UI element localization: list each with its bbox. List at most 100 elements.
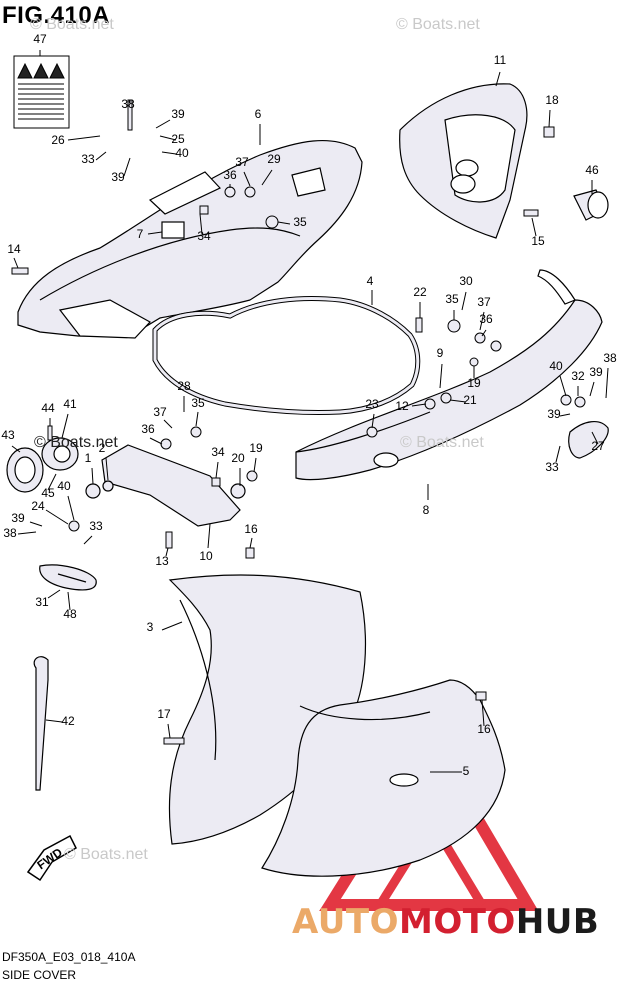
callout-number: 37 xyxy=(477,295,491,309)
seal-frame-part xyxy=(152,296,421,416)
callout-number: 26 xyxy=(51,133,65,147)
callout-number: 41 xyxy=(63,397,77,411)
callout-leader-line xyxy=(371,413,375,429)
callout-leader-line xyxy=(61,413,69,439)
callout-number: 9 xyxy=(437,346,444,360)
callout-number: 48 xyxy=(63,607,77,621)
callout-number: 1 xyxy=(85,451,92,465)
callout-leader-line xyxy=(45,719,63,723)
callout-leader-line xyxy=(559,375,567,397)
cap-part xyxy=(573,189,609,221)
callout-leader-line xyxy=(589,381,595,397)
callout-number: 36 xyxy=(479,312,493,326)
callout-number: 36 xyxy=(223,168,237,182)
callout-leader-line xyxy=(481,329,487,337)
callout-leader-line xyxy=(67,591,71,611)
callout-number: 43 xyxy=(1,428,15,442)
callout-number: 17 xyxy=(157,707,171,721)
callout-labels: 1234567891011121314151616171819192021222… xyxy=(1,32,617,778)
callout-leader-line xyxy=(91,467,94,485)
callout-leader-line xyxy=(253,457,257,473)
callout-leader-line xyxy=(531,217,537,237)
callout-leader-line xyxy=(199,213,203,235)
callout-number: 11 xyxy=(494,53,507,67)
callout-leader-line xyxy=(439,363,443,389)
callout-leader-line xyxy=(45,509,69,525)
callout-leader-line xyxy=(249,537,253,549)
figure-code: DF350A_E03_018_410A xyxy=(2,950,136,964)
callout-number: 39 xyxy=(111,170,125,184)
callout-leader-line xyxy=(605,367,609,399)
callout-leader-line xyxy=(591,431,599,445)
lower-side-cover-part xyxy=(168,574,367,845)
callout-number: 6 xyxy=(255,107,262,121)
callout-number: 34 xyxy=(211,445,225,459)
callout-leader-line xyxy=(163,419,173,429)
callout-number: 28 xyxy=(177,379,191,393)
top-cover-part xyxy=(399,83,528,239)
watermark: © Boats.net xyxy=(30,16,114,33)
callout-number: 25 xyxy=(171,132,185,146)
callout-leader-line xyxy=(149,437,163,445)
callout-number: 39 xyxy=(171,107,185,121)
fwd-arrow-icon xyxy=(26,834,77,882)
brand-wordmark: AUTOMOTOHUB xyxy=(292,902,599,942)
callout-number: 40 xyxy=(549,359,563,373)
callout-number: 42 xyxy=(61,714,75,728)
callout-number: 19 xyxy=(467,376,481,390)
callout-leader-line xyxy=(449,399,467,403)
callout-number: 29 xyxy=(267,152,281,166)
callout-number: 19 xyxy=(249,441,263,455)
callout-leader-line xyxy=(479,311,485,331)
callout-number: 39 xyxy=(589,365,603,379)
callout-number: 36 xyxy=(141,422,155,436)
grommet-part xyxy=(6,437,246,499)
figure-caption: SIDE COVER xyxy=(2,968,77,982)
callout-number: 22 xyxy=(413,285,427,299)
callout-leader-line xyxy=(165,547,169,557)
callout-number: 40 xyxy=(57,479,71,493)
callout-leader-line xyxy=(411,403,427,407)
callout-leader-line xyxy=(167,723,171,739)
leader-lines xyxy=(11,50,609,773)
callout-number: 3 xyxy=(147,620,154,634)
callout-number: 35 xyxy=(293,215,307,229)
callout-leader-line xyxy=(215,461,219,479)
callout-number: 33 xyxy=(81,152,95,166)
callout-number: 18 xyxy=(545,93,559,107)
handle-lever-part xyxy=(568,421,609,459)
callout-number: 31 xyxy=(35,595,49,609)
callout-leader-line xyxy=(481,699,485,727)
callout-number: 33 xyxy=(545,460,559,474)
callout-leader-line xyxy=(123,157,131,177)
callout-number: 32 xyxy=(571,369,585,383)
callout-number: 39 xyxy=(11,511,25,525)
callout-number: 30 xyxy=(459,274,473,288)
callout-number: 8 xyxy=(423,503,430,517)
callout-leader-line xyxy=(47,473,57,491)
callout-leader-line xyxy=(207,523,211,549)
handle-lever-part-31 xyxy=(39,564,97,591)
brand-part-1: AUTO xyxy=(292,902,399,942)
callout-leader-line xyxy=(195,411,199,427)
fasteners-group xyxy=(11,99,586,745)
callout-number: 12 xyxy=(395,399,409,413)
callout-number: 47 xyxy=(33,32,47,46)
callout-leader-line xyxy=(155,119,171,129)
callout-number: 2 xyxy=(99,441,106,455)
brand-part-3: HUB xyxy=(515,902,600,942)
callout-number: 15 xyxy=(531,234,545,248)
callout-leader-line xyxy=(17,531,37,535)
callout-leader-line xyxy=(548,109,551,128)
callout-number: 38 xyxy=(3,526,17,540)
callout-number: 14 xyxy=(7,242,21,256)
upper-side-cover-part xyxy=(17,139,363,339)
callout-leader-line xyxy=(147,231,163,235)
callout-leader-line xyxy=(29,521,43,527)
callout-leader-line xyxy=(67,135,101,141)
warning-label-part xyxy=(13,55,70,129)
figure-title: FIG.410A xyxy=(2,2,111,29)
watermark: © Boats.net xyxy=(396,16,480,33)
callout-number: 35 xyxy=(191,396,205,410)
